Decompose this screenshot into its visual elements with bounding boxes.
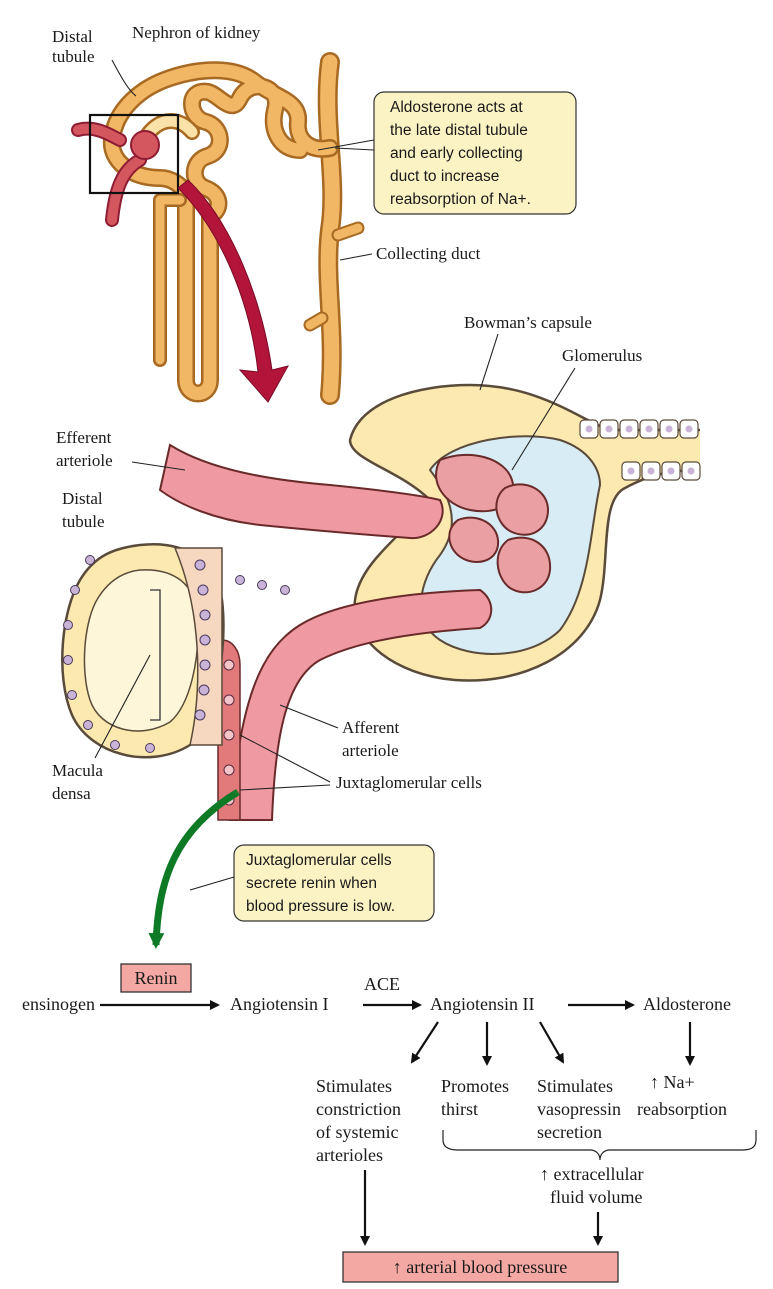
aldosterone-callout: Aldosterone acts at the late distal tubu… (374, 92, 576, 214)
distal-tubule-label-top-2: tubule (52, 47, 95, 66)
nephron-illustration (78, 62, 358, 402)
macula-densa-label-1: Macula (52, 761, 103, 780)
angiotensin-1-label: Angiotensin I (230, 994, 329, 1014)
aldosterone-callout-line-5: reabsorption of Na+. (390, 191, 531, 208)
efferent-arteriole-label-1: Efferent (56, 428, 112, 447)
bowmans-capsule-leader (480, 334, 498, 390)
constriction-line-3: of systemic (316, 1122, 399, 1142)
arrow-to-vasopressin (540, 1022, 563, 1062)
aldosterone-callout-line-2: the late distal tubule (390, 122, 528, 139)
jg-callout-line-3: blood pressure is low. (246, 898, 395, 915)
afferent-arteriole-label-2: arteriole (342, 741, 399, 760)
arterial-bp-label: ↑ arterial blood pressure (393, 1257, 567, 1277)
vasopressin-line-3: secretion (537, 1122, 602, 1142)
aldosterone-label: Aldosterone (643, 994, 731, 1014)
distal-tubule-label-mid-1: Distal (62, 489, 103, 508)
arrow-to-constriction (412, 1022, 438, 1062)
constriction-line-4: arterioles (316, 1145, 383, 1165)
angiotensinogen-label: ensinogen (22, 994, 95, 1014)
nephron-title: Nephron of kidney (132, 23, 261, 42)
jg-callout: Juxtaglomerular cells secrete renin when… (234, 845, 434, 921)
bowmans-capsule-label: Bowman’s capsule (464, 313, 592, 332)
ecf-line-1: ↑ extracellular (540, 1164, 643, 1184)
thirst-line-1: Promotes (441, 1076, 509, 1096)
constriction-line-2: constriction (316, 1099, 401, 1119)
jg-callout-line-1: Juxtaglomerular cells (246, 852, 392, 869)
afferent-arteriole-leader (280, 705, 338, 728)
distal-tubule-label-top-1: Distal (52, 27, 93, 46)
collecting-duct-label: Collecting duct (376, 244, 481, 263)
na-line-2: reabsorption (637, 1099, 727, 1119)
juxtaglomerular-cells-label: Juxtaglomerular cells (336, 773, 482, 792)
vasopressin-line-2: vasopressin (537, 1099, 621, 1119)
ecf-line-2: fluid volume (550, 1187, 643, 1207)
aldosterone-callout-line-4: duct to increase (390, 168, 499, 185)
angiotensin-2-label: Angiotensin II (430, 994, 534, 1014)
collecting-duct-leader (340, 254, 372, 260)
jg-callout-leader (190, 877, 234, 890)
aldosterone-callout-line-3: and early collecting (390, 145, 523, 162)
distal-tubule-label-mid-2: tubule (62, 512, 105, 531)
vasopressin-line-1: Stimulates (537, 1076, 613, 1096)
jg-callout-line-2: secrete renin when (246, 875, 377, 892)
renin-label: Renin (135, 968, 178, 988)
aldosterone-leader-2 (335, 148, 374, 150)
efferent-arteriole-label-2: arteriole (56, 451, 113, 470)
ace-label: ACE (364, 974, 400, 994)
glomerulus-label: Glomerulus (562, 346, 642, 365)
constriction-line-1: Stimulates (316, 1076, 392, 1096)
macula-densa-label-2: densa (52, 784, 91, 803)
aldosterone-callout-line-1: Aldosterone acts at (390, 99, 523, 116)
thirst-line-2: thirst (441, 1099, 478, 1119)
afferent-arteriole-label-1: Afferent (342, 718, 400, 737)
na-line-1: ↑ Na+ (650, 1072, 695, 1092)
